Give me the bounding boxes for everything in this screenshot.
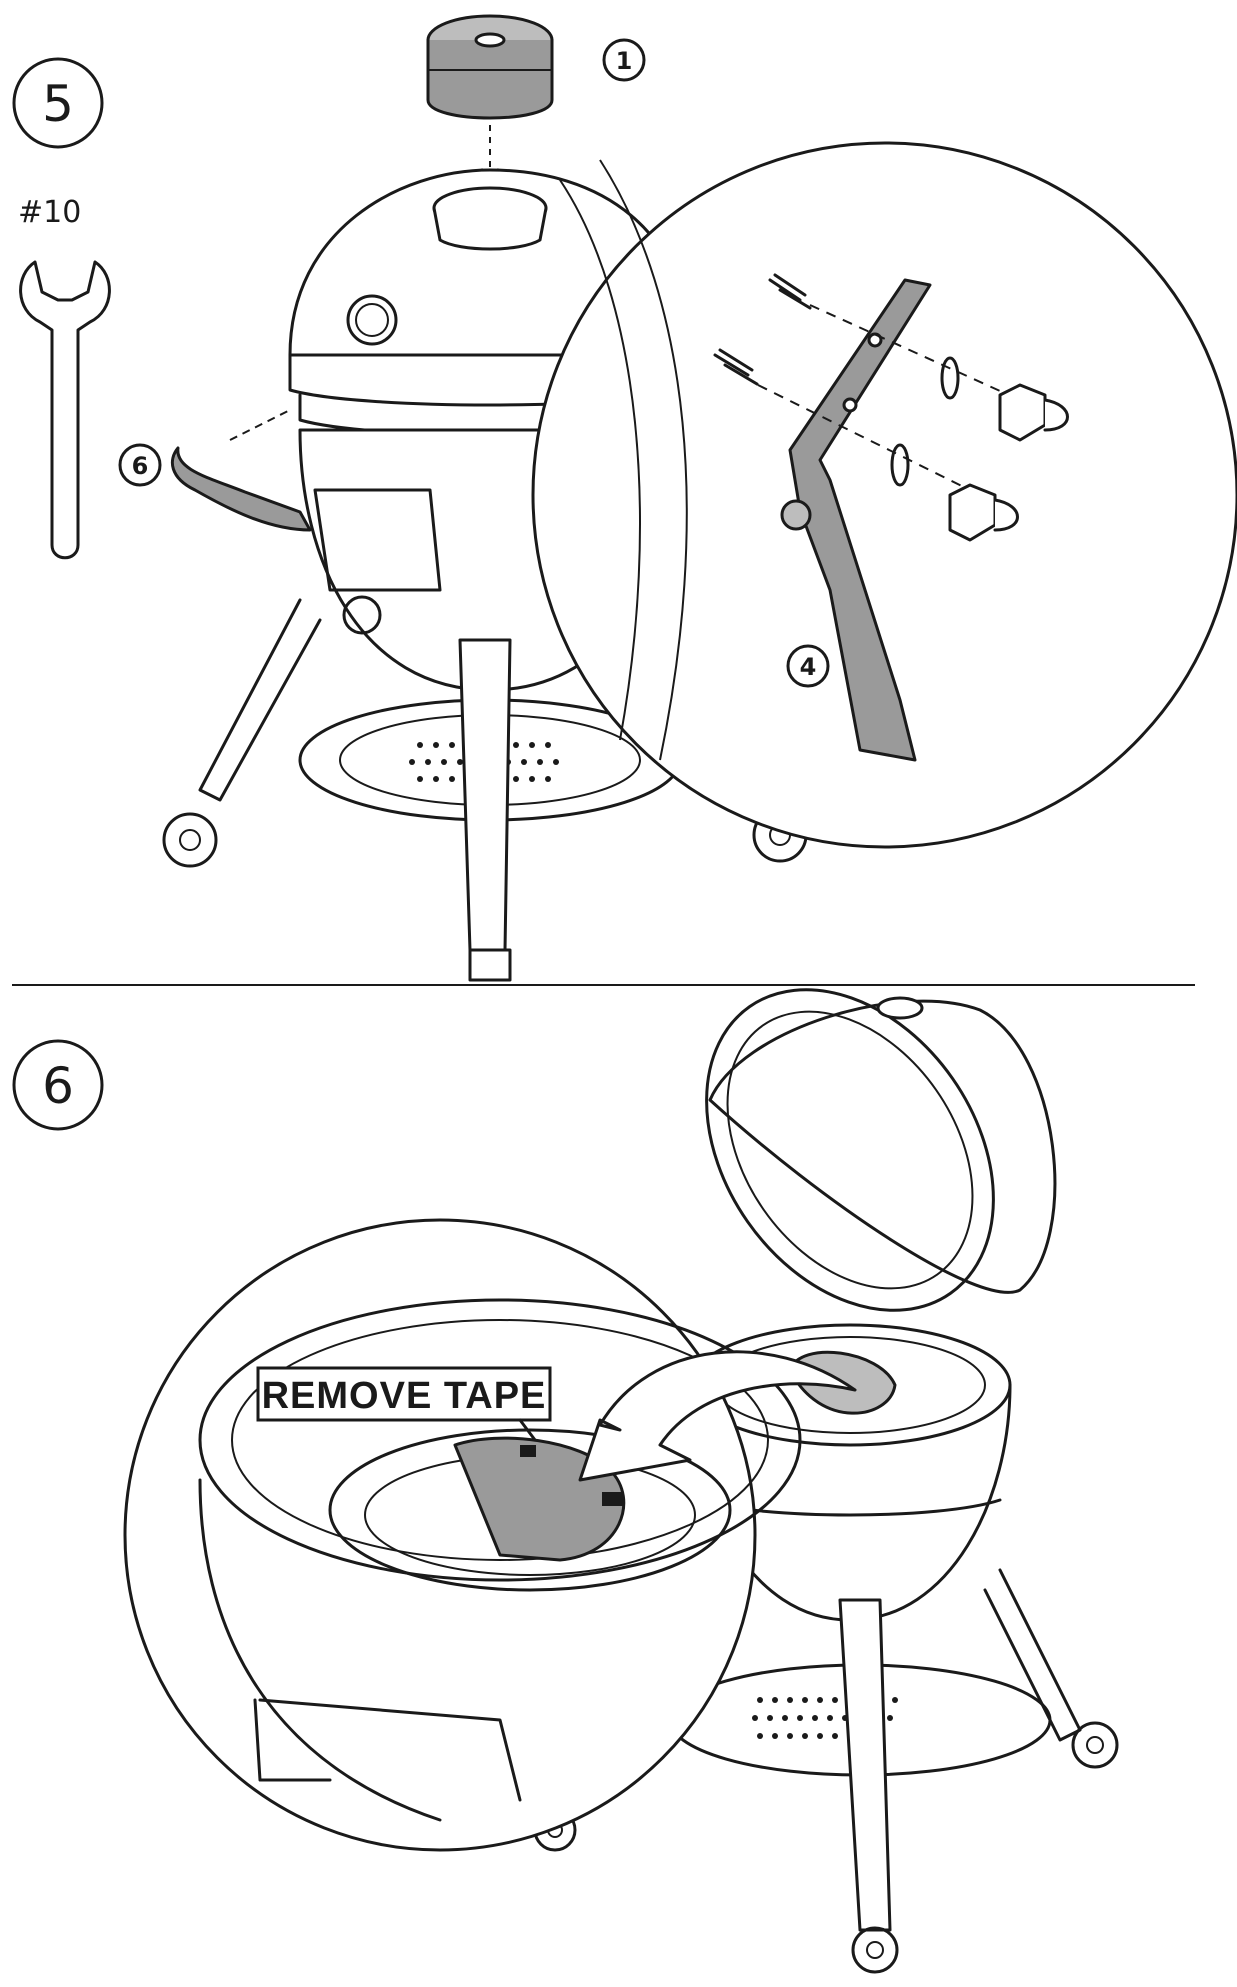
handle-icon xyxy=(170,409,312,532)
bolt-icon xyxy=(713,273,812,386)
step-5-panel: 5 #10 1 xyxy=(12,14,1237,982)
remove-tape-callout: REMOVE TAPE xyxy=(256,1366,552,1442)
wrench-size-label: #10 xyxy=(18,195,81,230)
callout-6: 6 xyxy=(118,443,162,487)
step-6-panel: 6 xyxy=(12,988,1119,1974)
remove-tape-label: REMOVE TAPE xyxy=(262,1375,547,1417)
svg-text:4: 4 xyxy=(800,653,817,681)
step-6-number: 6 xyxy=(42,1057,74,1115)
svg-text:6: 6 xyxy=(132,452,149,480)
wrench-icon: #10 xyxy=(18,195,111,560)
bracket-detail-zoom xyxy=(531,141,1237,849)
washer-icon xyxy=(890,356,960,487)
step-5-number: 5 xyxy=(42,75,74,133)
svg-text:1: 1 xyxy=(616,47,633,75)
tape-strip-1 xyxy=(520,1445,536,1457)
firebox-detail-zoom xyxy=(123,1218,802,1852)
vent-cap xyxy=(426,14,554,186)
callout-4: 4 xyxy=(786,644,830,688)
nut-icon xyxy=(948,383,1069,542)
step-6-badge: 6 xyxy=(12,1039,104,1131)
callout-1: 1 xyxy=(602,38,646,82)
tape-strip-2 xyxy=(602,1492,624,1506)
step-5-badge: 5 xyxy=(12,57,104,149)
arrow-icon xyxy=(578,1350,857,1482)
